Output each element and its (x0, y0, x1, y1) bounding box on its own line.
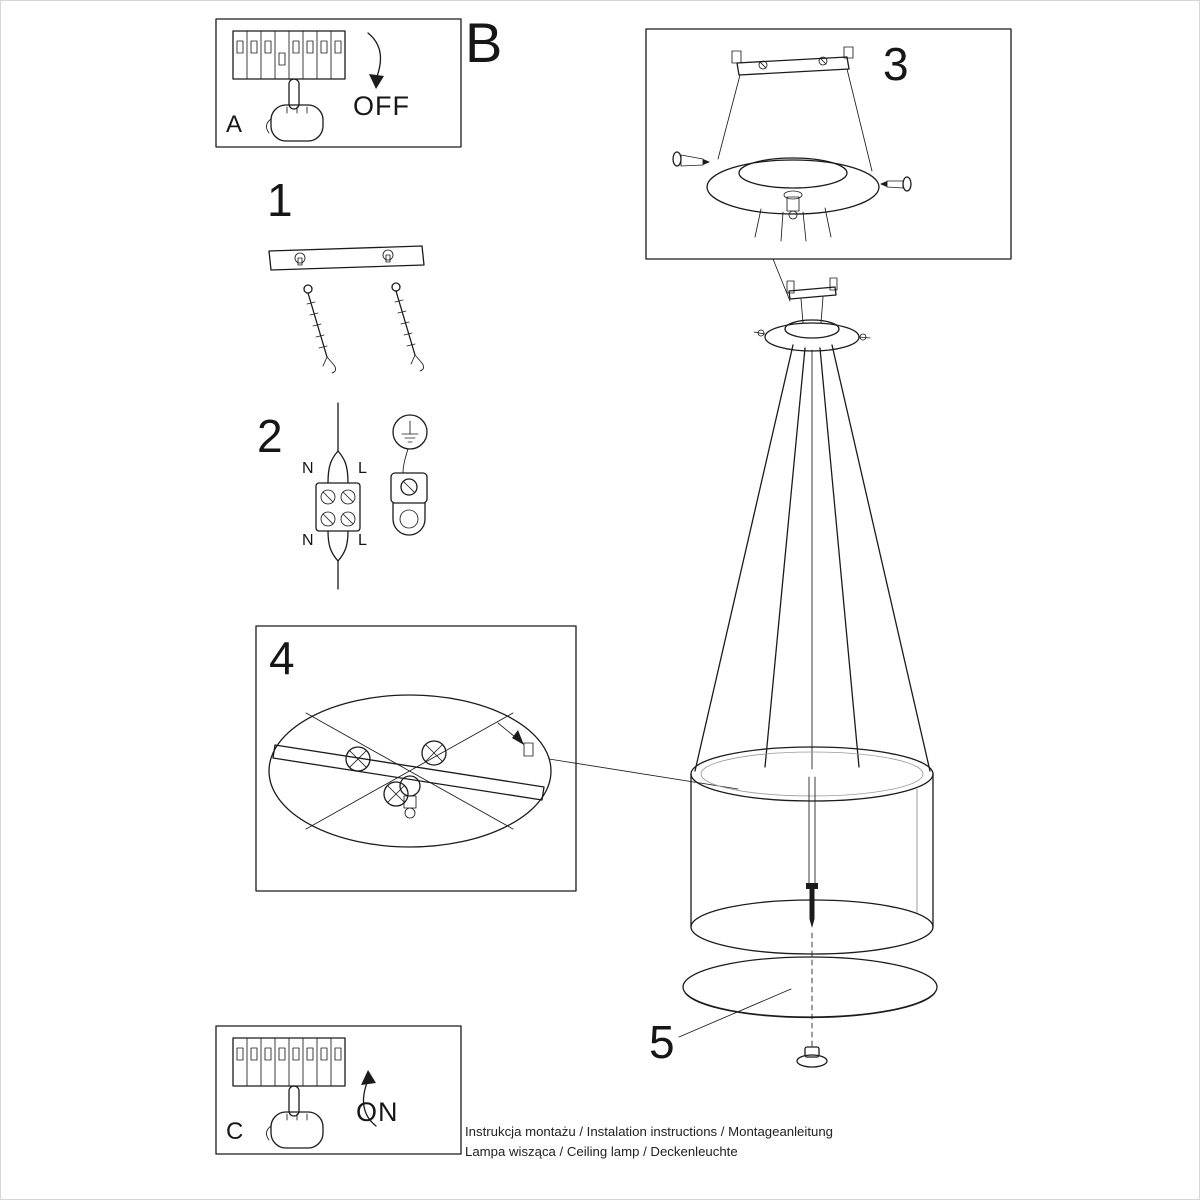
circuit-breaker-panel-icon (232, 1037, 346, 1087)
rim-pointer-arrow-icon (497, 722, 534, 757)
circuit-breaker-panel-icon (232, 30, 346, 80)
footer-line-1: Instrukcja montażu / Instalation instruc… (465, 1124, 833, 1139)
canopy-drawing (753, 319, 871, 352)
wall-bracket-drawing (268, 245, 425, 271)
cable-clamp-drawing (390, 448, 428, 536)
finial-drawing (796, 932, 828, 1068)
step4-frame (255, 625, 577, 892)
pressing-hand-icon (266, 1085, 324, 1149)
step-number-4: 4 (269, 632, 295, 684)
wire-label-n-top: N (302, 460, 314, 477)
canopy-detail-drawing (706, 157, 880, 242)
pressing-hand-icon (266, 78, 324, 142)
panel-a-frame (215, 18, 462, 148)
on-label: ON (356, 1097, 399, 1127)
wire-label-l-bottom: L (358, 532, 367, 549)
power-wire-drawing (327, 402, 349, 590)
step-number-2: 2 (257, 410, 283, 462)
panel-3-frame (645, 28, 1012, 260)
off-arrow-icon (367, 32, 384, 89)
fixture-bottom-view-drawing (268, 694, 552, 848)
footer-line-2: Lampa wisząca / Ceiling lamp / Deckenleu… (465, 1144, 738, 1159)
earth-symbol-icon (392, 414, 428, 450)
panel-c-label: C (226, 1118, 244, 1145)
side-screw-icon (672, 151, 912, 192)
step-number-3: 3 (883, 38, 909, 90)
ceiling-bracket-small-drawing (786, 277, 838, 324)
section-label-b: B (465, 11, 503, 74)
off-label: OFF (353, 91, 410, 121)
diffuser-disc-drawing (682, 956, 938, 1019)
leader-lines (548, 258, 792, 1038)
step-number-1: 1 (267, 174, 293, 226)
ceiling-bracket-drawing (717, 46, 873, 172)
step-number-5: 5 (649, 1016, 675, 1068)
terminal-block-drawing (315, 482, 361, 532)
anchor-screws-drawing (303, 282, 425, 374)
panel-a-label: A (226, 111, 243, 138)
wire-label-n-bottom: N (302, 532, 314, 549)
wire-label-l-top: L (358, 460, 367, 477)
panel-c-frame (215, 1025, 462, 1155)
lamp-holders-drawing (345, 740, 447, 807)
on-arrow-icon (361, 1070, 377, 1127)
suspension-wires-drawing (694, 344, 931, 772)
lampshade-drawing (690, 746, 934, 955)
